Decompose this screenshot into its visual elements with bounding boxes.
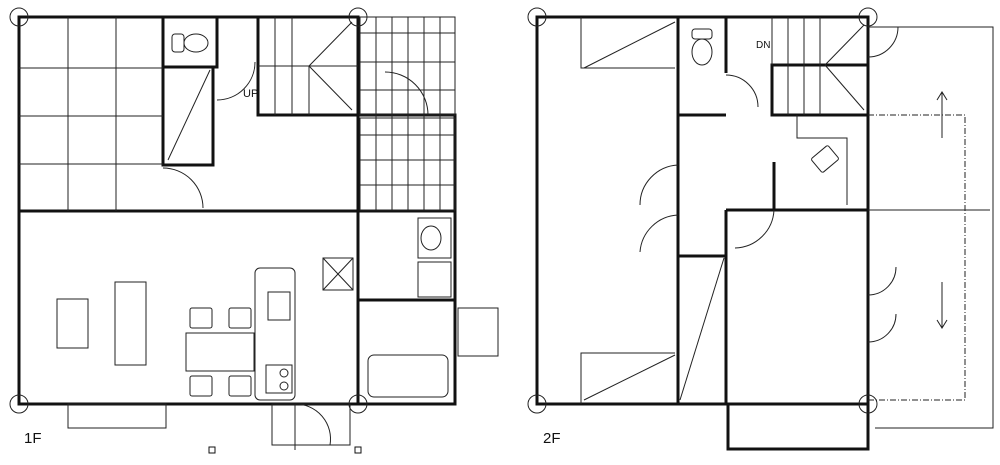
balcony (726, 26, 994, 451)
kitchen-counter (254, 267, 296, 401)
bay (67, 403, 167, 429)
stair-label-up: UP (243, 88, 258, 100)
desk-area (796, 115, 848, 205)
washer (417, 261, 452, 298)
furniture-1f (56, 217, 499, 446)
interior-walls-2f (676, 17, 870, 404)
coffee-table (56, 298, 89, 349)
doors-1f (162, 61, 429, 450)
sofa (114, 281, 147, 366)
closets-2f (580, 17, 725, 404)
floor-2f: DN 2F (527, 7, 994, 451)
stove (265, 364, 293, 394)
bathtub (367, 354, 449, 398)
floor-1f: UP 1F (9, 7, 499, 454)
floor-label-1f: 1F (24, 430, 42, 447)
sink (267, 291, 291, 321)
posts-2f (527, 7, 878, 414)
dining-table (185, 332, 255, 372)
washbasin (417, 217, 452, 259)
toilet-1f (171, 33, 209, 53)
tatami-grid (19, 17, 163, 211)
toilet-2f (691, 28, 713, 66)
doors-2f (639, 26, 899, 343)
stair-label-dn: DN (756, 40, 770, 51)
floor-label-2f: 2F (543, 430, 561, 447)
stairs-2f (771, 17, 865, 115)
stairs-1f (258, 17, 358, 115)
entrance-tiles (359, 16, 456, 211)
posts-1f (9, 7, 368, 454)
porch (271, 403, 351, 446)
